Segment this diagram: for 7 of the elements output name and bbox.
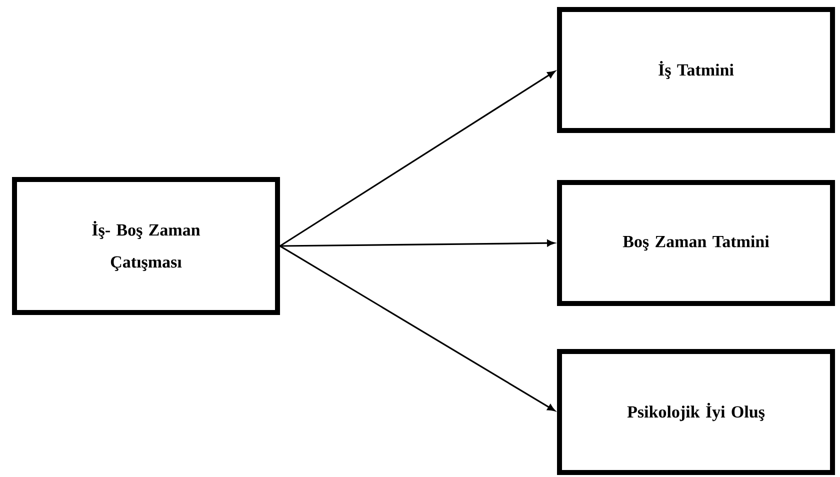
process-box: Boş Zaman Tatmini [557,180,835,306]
arrow [280,245,556,412]
arrow [280,70,556,247]
process-box: İş- Boş Zaman Çatışması [12,177,280,315]
arrow [280,240,555,247]
process-box: Psikolojik İyi Oluş [557,349,835,475]
process-box: İş Tatmini [557,7,835,133]
